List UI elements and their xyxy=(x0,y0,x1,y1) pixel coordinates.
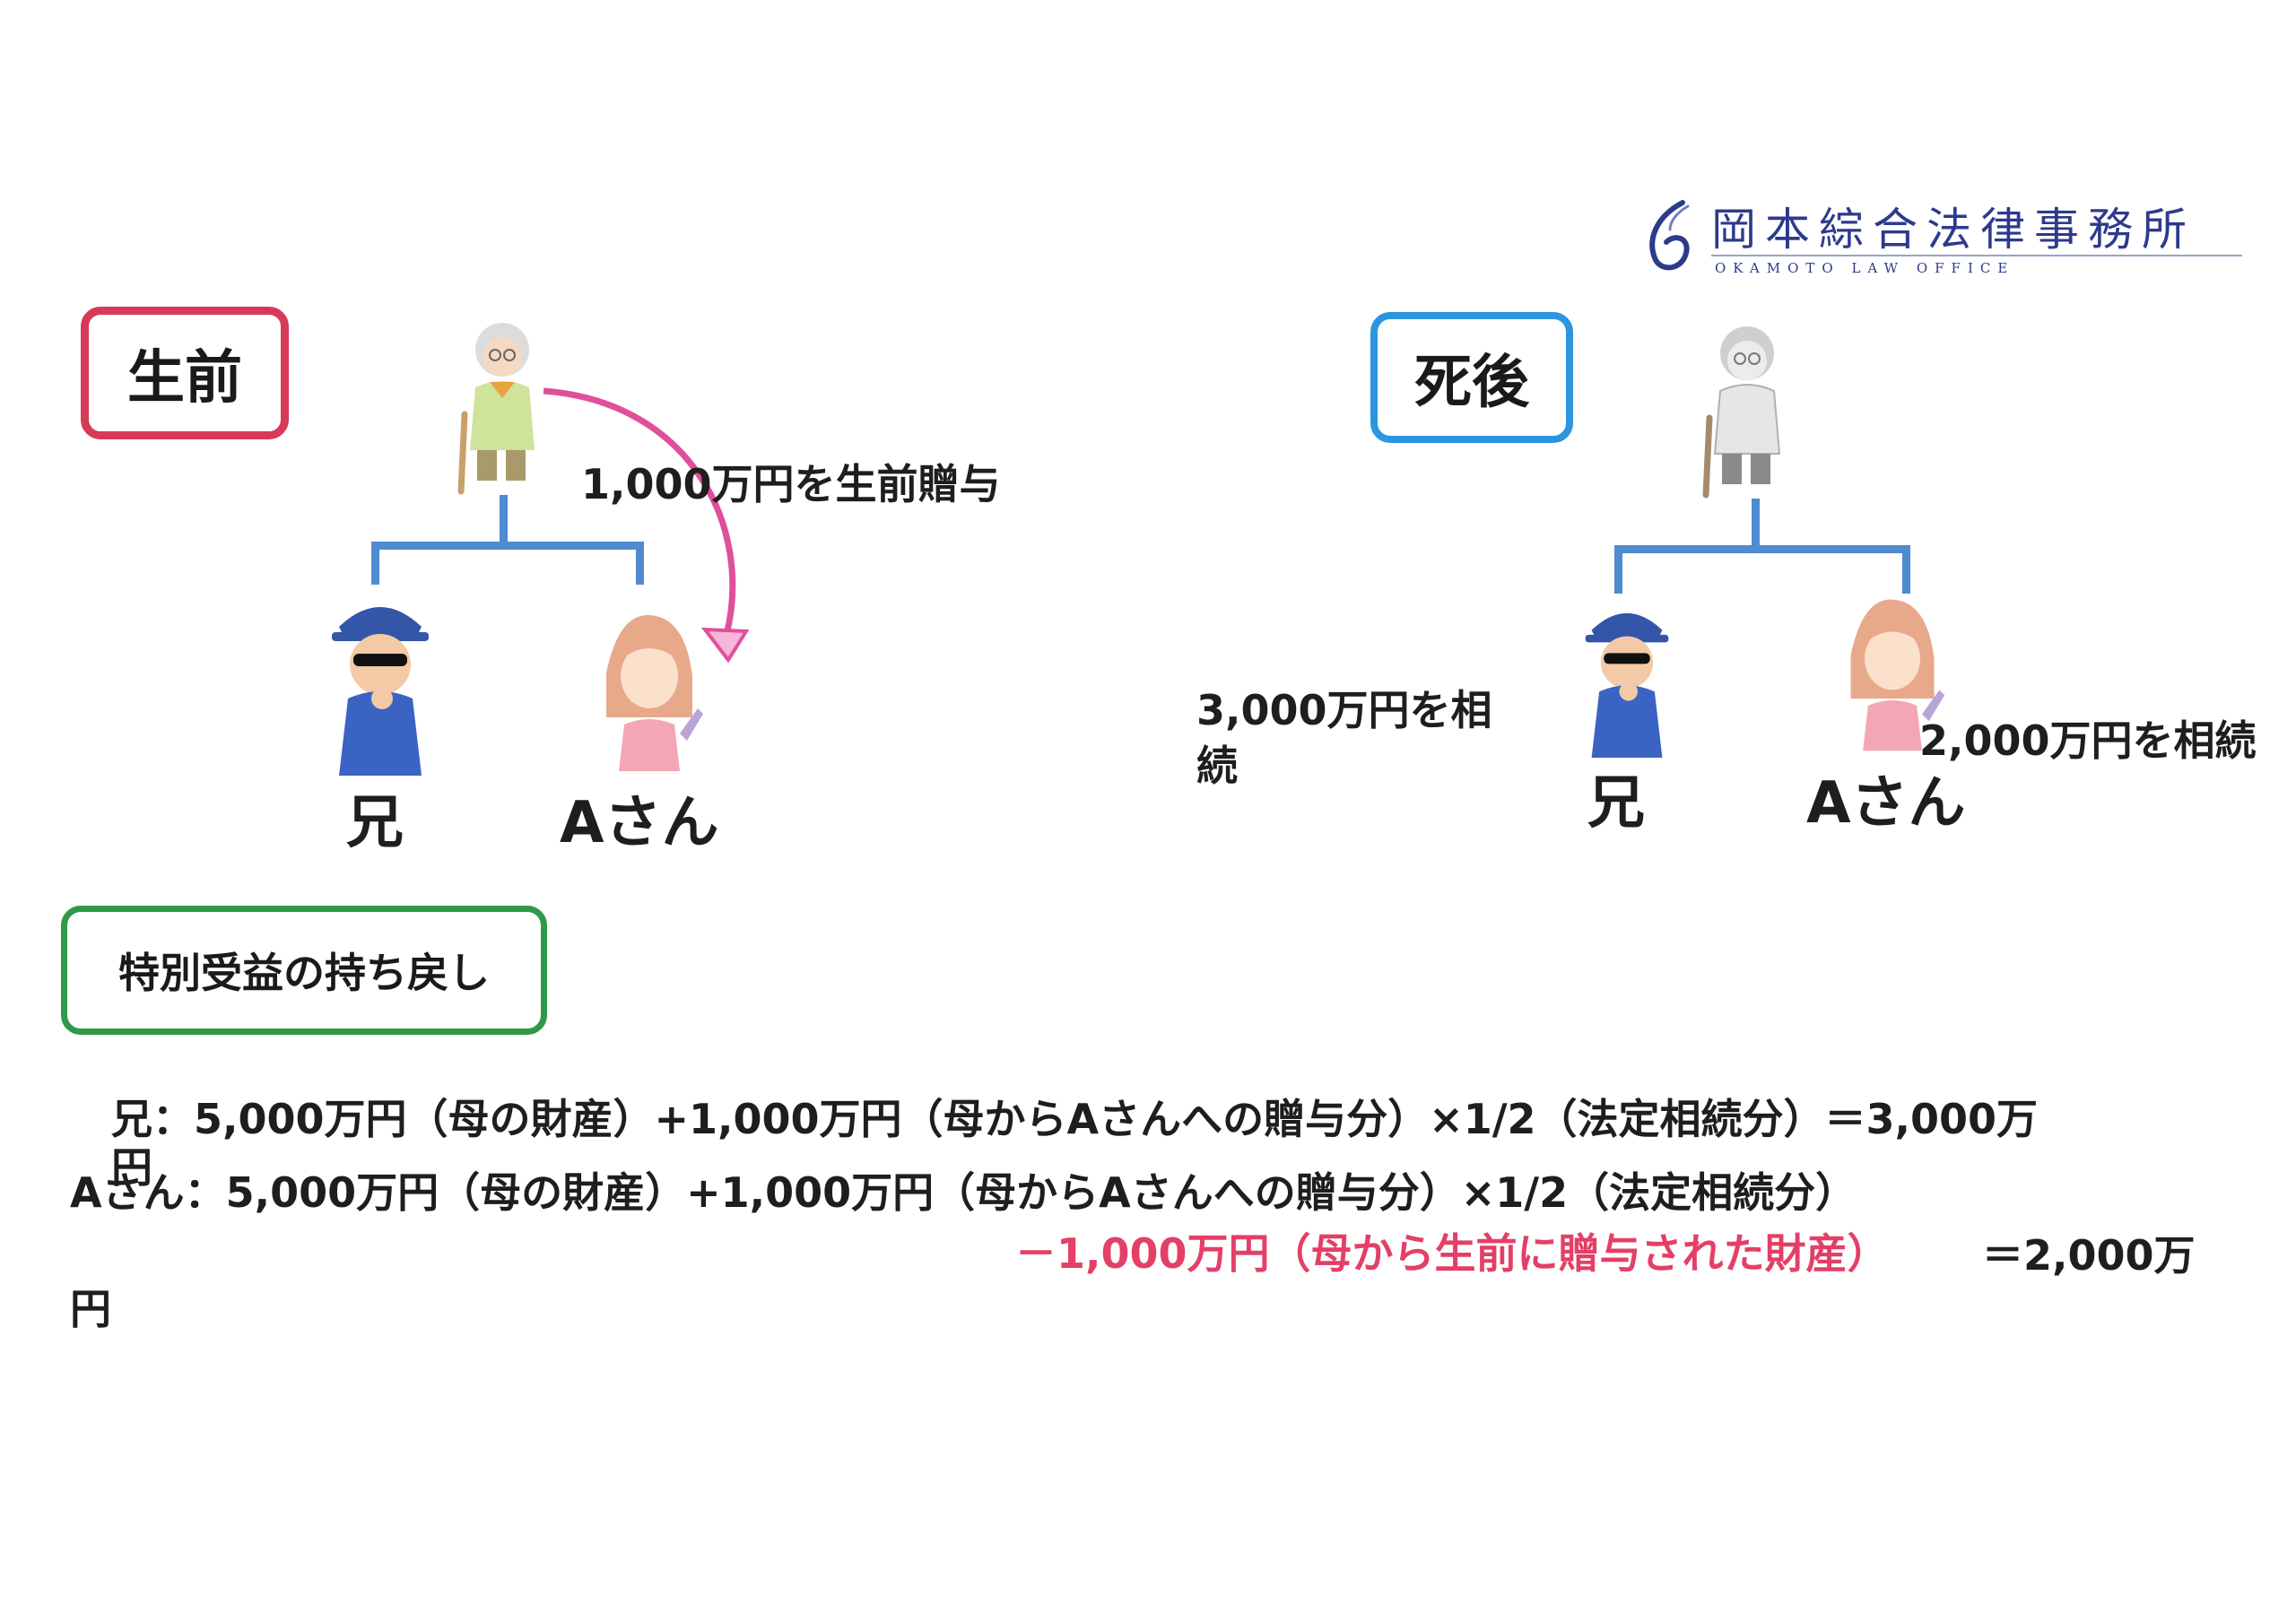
brother-inherit-note-line2: 続 xyxy=(1196,742,1238,790)
law-office-logo-icon xyxy=(1649,200,1690,271)
a-san-icon xyxy=(606,614,703,771)
a-san-icon-after xyxy=(1850,599,1945,751)
tree-line-right-after xyxy=(1902,545,1910,594)
logo-name-en: OKAMOTO LAW OFFICE xyxy=(1715,260,2015,276)
logo-divider xyxy=(1711,255,2242,256)
a-san-name-after: Aさん xyxy=(1806,770,1966,837)
calc-a-line: Aさん：5,000万円（母の財産）+1,000万円（母からAさんへの贈与分）×1… xyxy=(70,1168,1857,1217)
tree-line-right xyxy=(636,542,644,585)
a-san-inherit-note: 2,000万円を相続 xyxy=(1919,716,2257,765)
special-benefit-label: 特別受益の持ち戻し xyxy=(118,949,490,997)
tree-line-left-after xyxy=(1614,545,1622,594)
tree-line-left xyxy=(371,542,379,585)
tree-line-trunk xyxy=(500,495,508,547)
calc-a-result: ＝2,000万 xyxy=(1982,1231,2196,1280)
after-label: 死後 xyxy=(1414,350,1529,416)
special-benefit-label-box: 特別受益の持ち戻し xyxy=(61,906,547,1035)
tree-line-bar-after xyxy=(1614,545,1910,553)
gift-arrow-icon xyxy=(543,387,750,664)
grandmother-deceased-icon xyxy=(1702,326,1781,499)
calc-brother-wrap: 円 xyxy=(111,1143,152,1192)
tree-line-trunk-after xyxy=(1752,499,1760,549)
tree-line-bar xyxy=(371,542,644,550)
brother-inherit-note-line1: 3,000万円を相 xyxy=(1196,686,1492,734)
gift-note: 1,000万円を生前贈与 xyxy=(581,460,1001,508)
calc-a-deduction: －1,000万円（母から生前に贈与された財産） xyxy=(1015,1229,1889,1278)
calc-a-wrap: 円 xyxy=(70,1285,111,1333)
logo-name-jp: 岡本綜合法律事務所 xyxy=(1711,204,2196,256)
brother-name-before: 兄 xyxy=(346,790,404,856)
before-label: 生前 xyxy=(127,345,242,412)
brother-icon xyxy=(332,607,429,776)
grandmother-icon xyxy=(457,323,535,495)
brother-name-after: 兄 xyxy=(1587,770,1645,837)
after-label-box: 死後 xyxy=(1370,312,1573,443)
calc-brother-line: 兄：5,000万円（母の財産）+1,000万円（母からAさんへの贈与分）×1/2… xyxy=(111,1095,2039,1143)
brother-icon-after xyxy=(1585,612,1669,758)
before-label-box: 生前 xyxy=(81,307,289,439)
a-san-name-before: Aさん xyxy=(560,790,719,856)
